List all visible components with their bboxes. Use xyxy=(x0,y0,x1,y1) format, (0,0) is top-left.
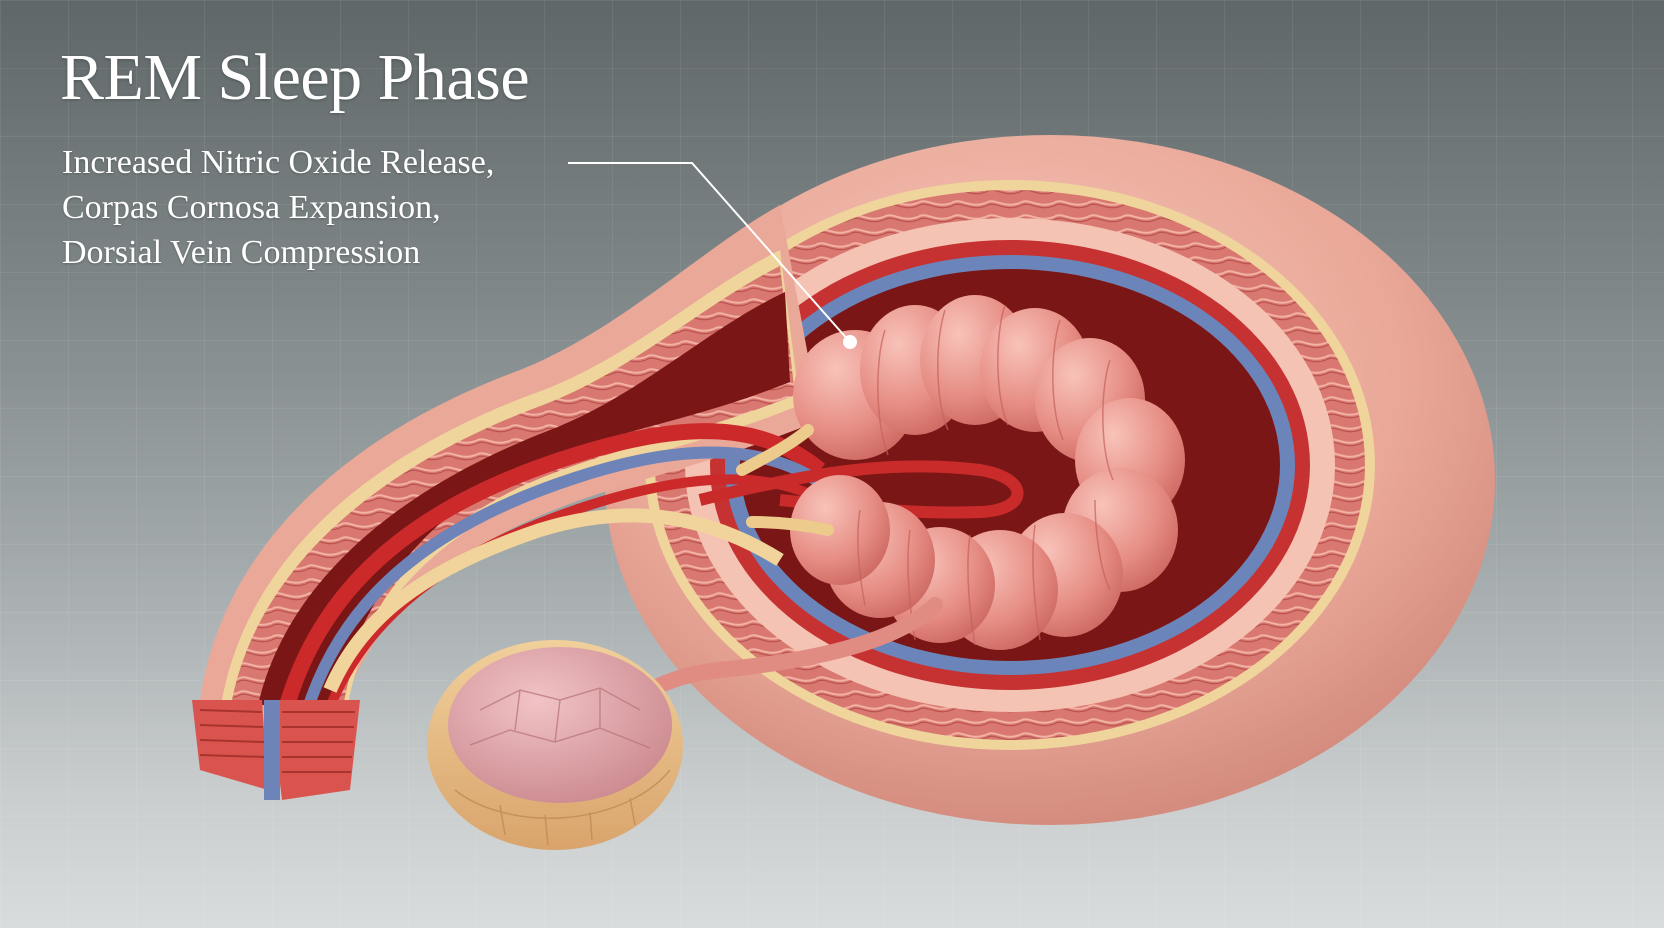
callout-line-2: Corpas Cornosa Expansion, xyxy=(62,189,441,226)
callout-line-3: Dorsial Vein Compression xyxy=(62,234,421,271)
shaft xyxy=(200,205,843,783)
shaft-cut-end xyxy=(192,700,360,800)
gland xyxy=(427,640,683,850)
coiled-tube xyxy=(736,295,1185,650)
callout-marker-dot xyxy=(843,335,857,349)
connecting-duct xyxy=(642,597,943,698)
page-title: REM Sleep Phase xyxy=(60,41,530,114)
callout-text: Increased Nitric Oxide Release, Corpas C… xyxy=(62,140,494,275)
callout-leader xyxy=(568,162,857,349)
callout-line-1: Increased Nitric Oxide Release, xyxy=(62,144,495,181)
